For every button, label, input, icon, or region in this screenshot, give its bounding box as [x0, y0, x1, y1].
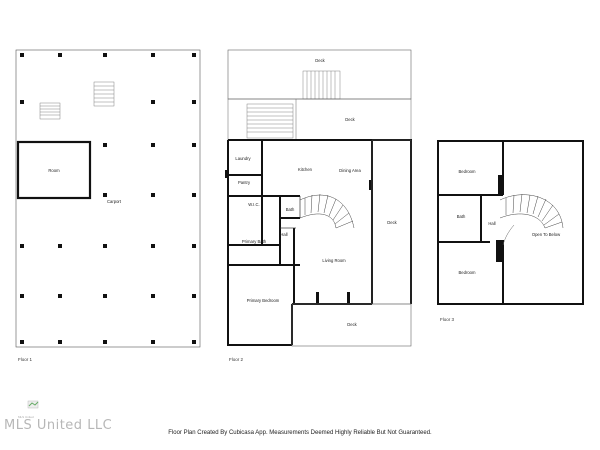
floor2-wic-label: W.I.C. — [248, 202, 259, 207]
floor-3: Bedroom Bath Hall Open To Below Bedroom … — [437, 140, 584, 322]
brand-logo-icon — [26, 397, 40, 409]
floor2-pantry-label: Pantry — [238, 180, 251, 185]
floor2-living-label: Living Room — [322, 258, 346, 263]
floor2-bath-label: Bath — [286, 207, 295, 212]
floor1-stairs — [39, 81, 115, 120]
floor2-primary-bath-label: Primary Bath — [242, 239, 267, 244]
floor3-label: Floor 3 — [440, 317, 455, 322]
floor3-bath-label: Bath — [457, 214, 466, 219]
floor3-bedroom-top-label: Bedroom — [459, 169, 477, 174]
watermark: MLS United LLC — [4, 418, 113, 433]
floor1-label: Floor 1 — [18, 357, 33, 362]
floor3-hall-label: Hall — [488, 221, 495, 226]
floor1-room — [16, 140, 92, 200]
floor1-carport-label: Carport — [107, 199, 122, 204]
floor2-deck-right-label: Deck — [387, 220, 397, 225]
floor-1: Room Carport Floor 1 — [15, 49, 201, 362]
floor2-deck-mid-label: Deck — [345, 117, 355, 122]
brand-small-text: MLS United — [18, 415, 34, 419]
floor2-laundry-label: Laundry — [235, 156, 251, 161]
floor1-room-label: Room — [48, 168, 60, 173]
footer-disclaimer: Floor Plan Created By Cubicasa App. Meas… — [168, 430, 432, 436]
floor2-spiral-stair — [299, 193, 355, 229]
floor-2: Deck Deck — [225, 49, 412, 362]
floor2-deck-stairs — [246, 70, 341, 139]
floor2-bottom-deck — [291, 303, 412, 347]
floor2-deck-bottom-label: Deck — [347, 322, 357, 327]
floor3-open-label: Open To Below — [532, 232, 561, 237]
floor2-dining-label: Dining Area — [339, 168, 361, 173]
floor3-spiral-stair — [499, 193, 564, 246]
floor2-deck-top-label: Deck — [315, 58, 325, 63]
floor2-kitchen-label: Kitchen — [298, 167, 313, 172]
floor2-label: Floor 2 — [229, 357, 244, 362]
floor3-bedroom-bottom-label: Bedroom — [459, 270, 477, 275]
floor2-hall-label: Hall — [280, 232, 287, 237]
floor2-primary-bedroom-label: Primary Bedroom — [247, 298, 280, 303]
